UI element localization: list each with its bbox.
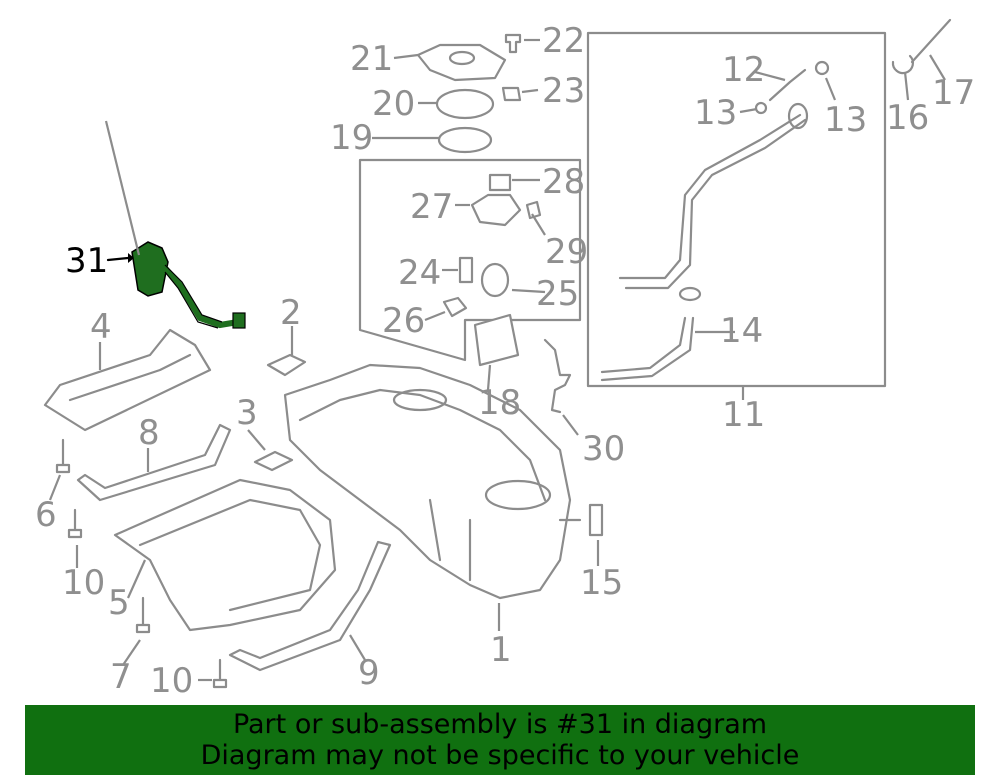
callout-21: 21 (350, 39, 394, 79)
callout-3: 3 (236, 393, 258, 433)
callout-10b: 10 (150, 661, 194, 701)
callout-2: 2 (280, 293, 302, 333)
clamp-13a (754, 101, 768, 115)
callout-22: 22 (542, 21, 586, 61)
hose-14 (600, 316, 695, 382)
callout-11: 11 (722, 395, 766, 435)
callout-20: 20 (372, 84, 416, 124)
connector-28 (488, 173, 512, 192)
sender-29 (525, 200, 542, 220)
callout-25: 25 (536, 274, 580, 314)
harness-30 (543, 338, 572, 414)
part-31-canister (131, 241, 169, 297)
bolt-22 (504, 33, 522, 54)
callout-1: 1 (490, 630, 512, 670)
filter-25 (480, 262, 510, 298)
filler-pipe (618, 113, 807, 290)
callout-24: 24 (398, 253, 442, 293)
seal-19 (437, 126, 493, 154)
callout-13b: 13 (824, 100, 868, 140)
clamp-13b (814, 60, 830, 76)
bolt-10a (67, 508, 83, 539)
callout-6: 6 (35, 495, 57, 535)
callout-30: 30 (582, 429, 626, 469)
callout-28: 28 (542, 162, 586, 202)
valve-15 (588, 503, 604, 537)
bolt-7 (135, 596, 151, 634)
pump-module-27 (470, 193, 522, 227)
bracket-3 (253, 450, 294, 472)
callout-14: 14 (720, 311, 764, 351)
callout-8: 8 (138, 413, 160, 453)
callout-16: 16 (886, 98, 930, 138)
ring-20 (435, 88, 495, 120)
part-31-connector (232, 312, 246, 329)
vent-hose-12 (768, 68, 807, 102)
regulator-26 (442, 296, 468, 318)
nut-23 (501, 86, 522, 102)
pump-24 (458, 256, 474, 284)
callout-19: 19 (330, 118, 374, 158)
callout-29: 29 (545, 232, 589, 272)
callout-7: 7 (110, 657, 132, 697)
fuel-pump-group-box (358, 158, 582, 362)
cap-16 (891, 54, 915, 75)
callout-4: 4 (90, 307, 112, 347)
reservoir-18 (473, 313, 520, 367)
callout-18: 18 (478, 383, 522, 423)
callout-9: 9 (358, 653, 380, 693)
callout-12: 12 (722, 50, 766, 90)
part-31-hose (162, 265, 241, 329)
leader-lines (48, 38, 946, 682)
bolt-6 (55, 438, 71, 474)
callout-27: 27 (410, 187, 454, 227)
banner-line-1: Part or sub-assembly is #31 in diagram (232, 709, 768, 740)
heat-shield-4 (43, 328, 212, 432)
cover-21 (416, 43, 507, 82)
bolt-10b (212, 658, 228, 689)
callout-26: 26 (382, 301, 426, 341)
info-banner: Part or sub-assembly is #31 in diagram D… (25, 705, 975, 775)
door-17 (910, 18, 952, 64)
heat-shield-5 (113, 478, 337, 632)
strap-9 (228, 540, 392, 672)
bracket-2 (266, 353, 307, 377)
fuel-tank (283, 363, 572, 600)
callout-23: 23 (542, 71, 586, 111)
callout-15: 15 (580, 563, 624, 603)
banner-line-2: Diagram may not be specific to your vehi… (200, 740, 800, 771)
filler-pipe-group-box (586, 31, 887, 388)
callout-31: 31 (65, 241, 109, 281)
callout-13a: 13 (694, 93, 738, 133)
callout-10a: 10 (62, 563, 106, 603)
parts-diagram (43, 18, 952, 689)
callout-5: 5 (108, 583, 130, 623)
strap-8 (76, 423, 232, 502)
callout-17: 17 (932, 73, 976, 113)
